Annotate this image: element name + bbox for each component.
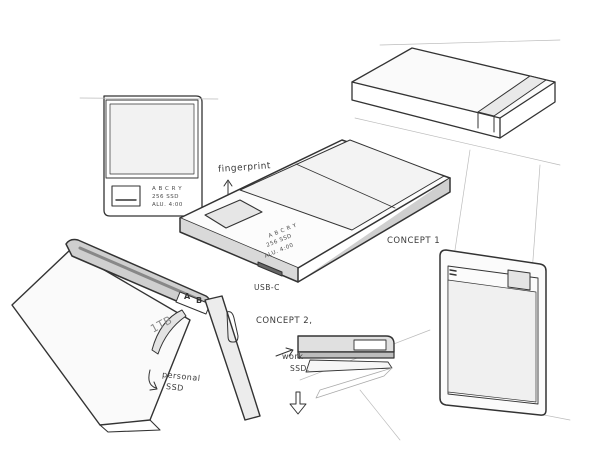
device-front-view [79,95,219,217]
work-ssd-device [275,335,395,415]
usb-c-label: USB-C [254,283,280,292]
box-concept [351,47,556,139]
personal-ssd-device [11,238,261,433]
main-device-perspective [179,139,451,283]
work-ssd-label-line2: SSD. [290,364,310,373]
rear-capacity-line2: 256 SSD [152,194,179,200]
button-a-label: A [184,292,191,301]
concept-1-device [439,249,547,416]
work-ssd-label-line1: work [282,352,304,361]
button-b-label: B [196,296,203,305]
personal-ssd-label-line2: SSD [165,382,185,393]
concept-1-label: CONCEPT 1 [387,236,441,246]
rear-capacity-line1: A B C R Y [152,186,183,192]
rear-capacity-line3: ALU. 4:00 [152,202,183,208]
concept-2-label: CONCEPT 2, [256,316,313,326]
